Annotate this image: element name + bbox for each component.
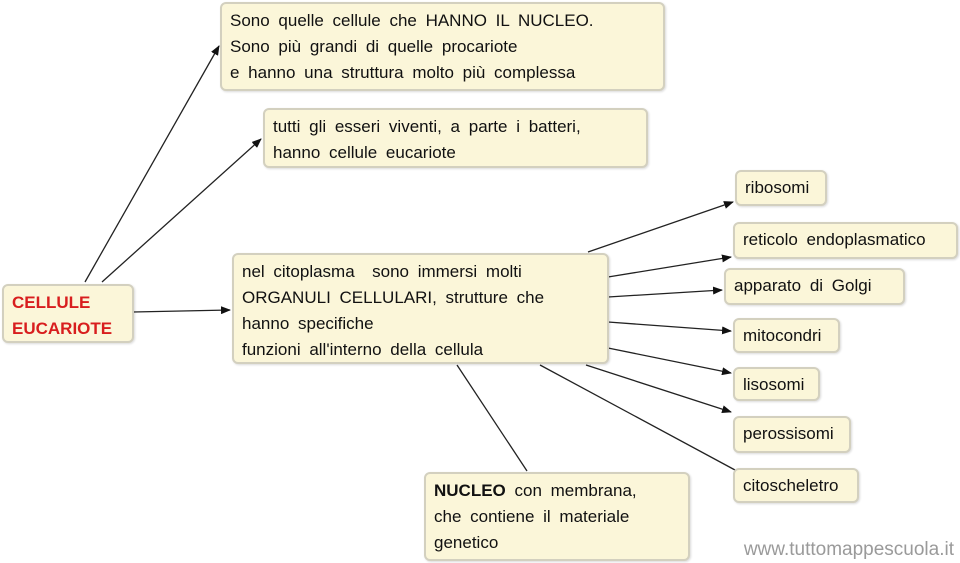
line-citoscheletro [539,364,736,471]
root-line-2: EUCARIOTE [12,319,113,338]
text-line: hanno specifiche [242,314,374,333]
node-apparato-di-golgi: apparato di Golgi [724,268,905,305]
nucleo-line-3: genetico [434,533,499,552]
arrow-reticolo [607,254,732,278]
node-living-beings: tutti gli esseri viventi, a parte i batt… [263,108,648,168]
text-line: ORGANULI CELLULARI, strutture che [242,288,545,307]
arrow-ribosomi [587,201,734,253]
arrow-root-box1 [84,45,220,283]
arrow-root-box3 [132,306,231,315]
node-lisosomi: lisosomi [733,367,820,401]
node-reticolo-endoplasmatico: reticolo endoplasmatico [733,222,958,259]
arrow-root-box2 [101,138,262,283]
node-nucleo: NUCLEO con membrana, che contiene il mat… [424,472,690,561]
nucleo-line-2: che contiene il materiale [434,507,630,526]
arrow-lisosomi [607,347,732,376]
node-nucleus-definition: Sono quelle cellule che HANNO IL NUCLEO.… [220,2,665,91]
text-line: Sono più grandi di quelle procariote [230,37,518,56]
arrow-mitocondri [607,321,732,335]
node-organelles-description: nel citoplasma sono immersi molti ORGANU… [232,253,609,364]
text-line: nel citoplasma sono immersi molti [242,262,522,281]
node-mitocondri: mitocondri [733,318,840,353]
node-perossisomi: perossisomi [733,416,851,453]
root-node-cellule-eucariote: CELLULE EUCARIOTE [2,284,134,343]
arrow-perossisomi [585,364,732,414]
text-line: e hanno una struttura molto più compless… [230,63,576,82]
arrow-golgi [607,286,723,298]
nucleo-line-1: NUCLEO con membrana, [434,478,680,504]
text-line: Sono quelle cellule che HANNO IL NUCLEO. [230,11,594,30]
text-line: funzioni all'interno della cellula [242,340,484,359]
nucleo-line-1-rest: con membrana, [505,481,637,500]
nucleo-bold: NUCLEO [434,481,506,500]
text-line: tutti gli esseri viventi, a parte i batt… [273,117,581,136]
node-citoscheletro: citoscheletro [733,468,859,503]
node-ribosomi: ribosomi [735,170,827,206]
text-line: hanno cellule eucariote [273,143,456,162]
line-nucleo [456,364,528,472]
root-line-1: CELLULE [12,293,91,312]
watermark: www.tuttomappescuola.it [743,539,954,560]
